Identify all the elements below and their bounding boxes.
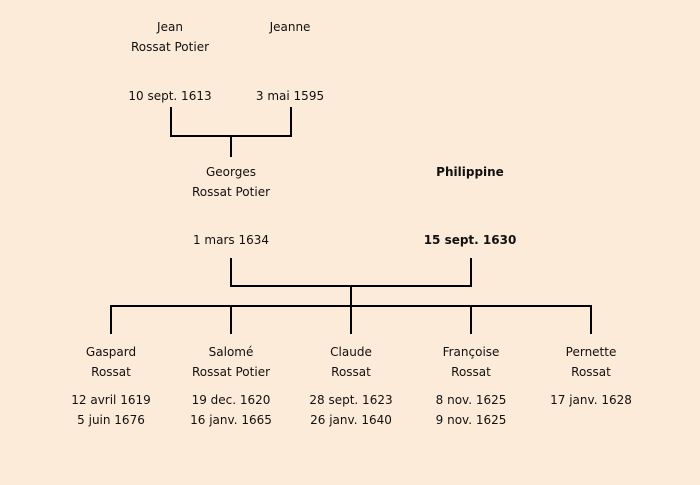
- child-last-name: Rossat: [571, 365, 611, 379]
- person-date: 3 mai 1595: [255, 89, 325, 103]
- child-first-name: Pernette: [565, 345, 617, 359]
- child-death: 5 juin 1676: [77, 413, 145, 427]
- child-death: 16 janv. 1665: [190, 413, 272, 427]
- child-birth: 12 avril 1619: [71, 393, 151, 407]
- person-first-name: Jean: [157, 20, 183, 34]
- person-first-name: Philippine: [436, 165, 504, 179]
- person-first-name: Jeanne: [269, 20, 311, 34]
- child-last-name: Rossat Potier: [191, 365, 271, 379]
- child-last-name: Rossat: [91, 365, 131, 379]
- child-birth: 17 janv. 1628: [550, 393, 632, 407]
- person-last-name: Rossat Potier: [130, 40, 210, 54]
- child-last-name: Rossat: [331, 365, 371, 379]
- child-last-name: Rossat: [451, 365, 491, 379]
- child-first-name: Claude: [330, 345, 372, 359]
- child-first-name: Gaspard: [85, 345, 137, 359]
- child-first-name: Salomé: [208, 345, 254, 359]
- child-birth: 19 dec. 1620: [191, 393, 271, 407]
- child-first-name: Françoise: [442, 345, 500, 359]
- child-death: 26 janv. 1640: [310, 413, 392, 427]
- child-death: 9 nov. 1625: [435, 413, 507, 427]
- person-date: 10 sept. 1613: [128, 89, 212, 103]
- person-date: 1 mars 1634: [192, 233, 270, 247]
- person-last-name: Rossat Potier: [191, 185, 271, 199]
- person-date: 15 sept. 1630: [423, 233, 517, 247]
- child-birth: 28 sept. 1623: [309, 393, 393, 407]
- child-birth: 8 nov. 1625: [435, 393, 507, 407]
- person-first-name: Georges: [206, 165, 256, 179]
